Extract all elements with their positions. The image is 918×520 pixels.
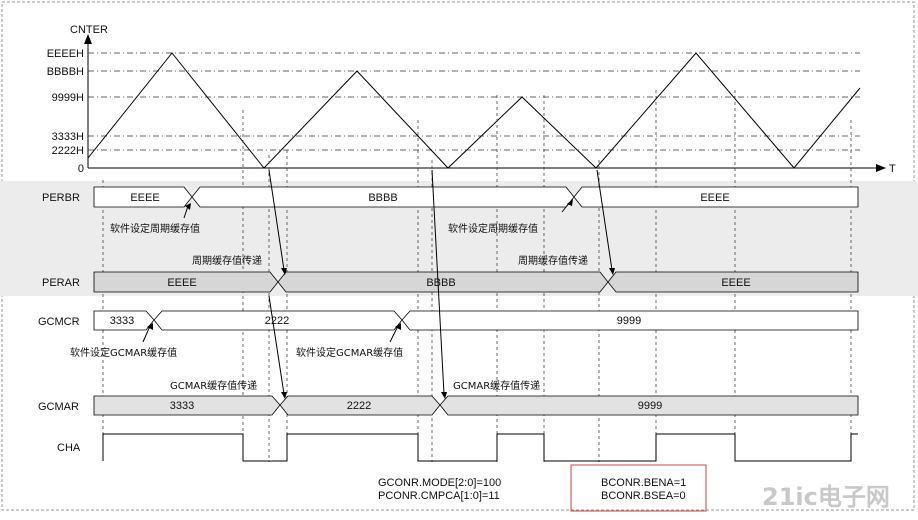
perbr-label: PERBR <box>42 192 80 204</box>
gcmar-label: GCMAR <box>38 401 79 413</box>
perar-value-2: BBBB <box>426 277 455 289</box>
annotation-arrowheads <box>147 199 615 399</box>
x-axis-title: T <box>889 163 896 175</box>
perbr-bus: PERBR EEEE BBBB EEEE <box>42 186 859 208</box>
annotation-gcmar-transfer-1: GCMAR缓存值传递 <box>170 379 257 392</box>
config-bconr-bena: BCONR.BENA=1 <box>601 477 686 489</box>
perar-value-3: EEEE <box>721 277 750 289</box>
annotation-sw-set-period-1: 软件设定周期缓存值 <box>110 222 200 235</box>
annotation-period-transfer-1: 周期缓存值传递 <box>192 254 262 267</box>
annotation-arrows <box>142 169 613 395</box>
watermark-logo: 21ic电子网 <box>762 483 890 511</box>
annotation-sw-set-gcmar-2: 软件设定GCMAR缓存值 <box>296 346 403 359</box>
y-tick-eeee: EEEEH <box>47 48 84 60</box>
y-axis-arrow <box>84 34 92 44</box>
gcmar-value-2: 2222 <box>347 400 371 412</box>
perar-bus: PERAR EEEE BBBB EEEE <box>42 271 859 293</box>
gcmcr-value-2: 2222 <box>265 315 289 327</box>
y-tick-zero: 0 <box>78 163 84 175</box>
perar-value-1: EEEE <box>167 277 196 289</box>
y-axis-title: CNTER <box>70 24 108 36</box>
reference-lines <box>88 52 860 151</box>
gcmcr-value-3: 9999 <box>617 315 641 327</box>
gcmar-value-1: 3333 <box>170 400 194 412</box>
config-pconr-cmpca: PCONR.CMPCA[1:0]=11 <box>378 490 500 502</box>
annotation-period-transfer-2: 周期缓存值传递 <box>518 254 588 267</box>
annotation-sw-set-gcmar-1: 软件设定GCMAR缓存值 <box>70 346 177 359</box>
annotation-gcmar-transfer-2: GCMAR缓存值传递 <box>453 379 540 392</box>
gcmar-bus: GCMAR 3333 2222 9999 <box>38 395 859 416</box>
bconr-highlight-box <box>570 464 707 512</box>
gcmcr-value-1: 3333 <box>110 315 134 327</box>
cha-label: CHA <box>57 442 81 454</box>
config-bconr-bsea: BCONR.BSEA=0 <box>601 490 686 502</box>
perbr-value-1: EEEE <box>130 192 159 204</box>
y-tick-3333: 3333H <box>52 131 84 143</box>
perbr-value-3: EEEE <box>700 192 729 204</box>
gcmcr-bus: GCMCR 3333 2222 9999 <box>38 310 859 331</box>
counter-chart: CNTER T EEEEH BBBBH 9999H 3333H 2222H 0 <box>47 24 896 175</box>
y-tick-9999: 9999H <box>52 92 84 104</box>
y-tick-bbbb: BBBBH <box>47 66 84 78</box>
perar-label: PERAR <box>42 277 80 289</box>
perbr-value-2: BBBB <box>368 192 397 204</box>
x-axis-arrow <box>876 164 886 172</box>
annotation-sw-set-period-2: 软件设定周期缓存值 <box>448 222 538 235</box>
config-gconr-mode: GCONR.MODE[2:0]=100 <box>378 477 501 489</box>
y-tick-2222: 2222H <box>52 145 84 157</box>
gcmar-value-3: 9999 <box>638 400 662 412</box>
gcmcr-label: GCMCR <box>38 316 80 328</box>
counter-waveform <box>87 52 861 169</box>
cha-waveform: CHA <box>57 433 858 462</box>
